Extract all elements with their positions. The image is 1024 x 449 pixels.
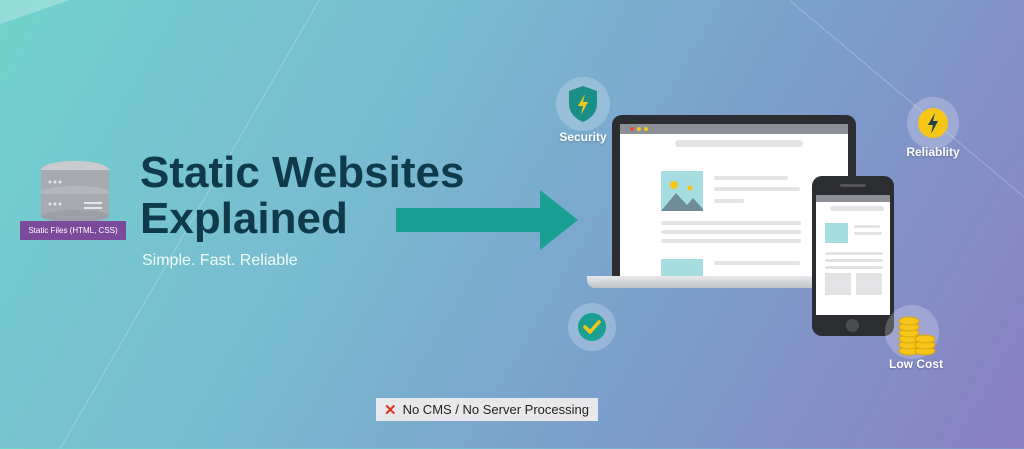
- check-icon: [578, 313, 606, 341]
- x-icon: ✕: [384, 401, 397, 419]
- arrow-right-icon: [396, 190, 578, 250]
- image-placeholder-icon: [661, 171, 703, 211]
- badge-text: No CMS / No Server Processing: [402, 402, 589, 417]
- reliability-label: Reliablity: [906, 145, 960, 159]
- browser-titlebar: [620, 124, 848, 134]
- database-icon: [41, 161, 109, 222]
- no-cms-badge: ✕ No CMS / No Server Processing: [376, 398, 598, 421]
- phone: [812, 176, 894, 336]
- coins-icon: [898, 316, 936, 356]
- bolt-icon: [918, 108, 948, 138]
- subtitle: Simple. Fast. Reliable: [142, 252, 298, 269]
- security-feature: [556, 77, 610, 131]
- security-label: Security: [559, 130, 607, 144]
- check-feature: [568, 303, 616, 351]
- corner-decoration: [0, 0, 70, 24]
- low-cost-label: Low Cost: [889, 357, 943, 371]
- laptop: [612, 115, 856, 277]
- shield-bolt-icon: [569, 86, 597, 122]
- reliability-feature: [907, 97, 959, 149]
- low-cost-feature: [885, 305, 939, 359]
- address-bar: [675, 140, 803, 147]
- home-button: [846, 319, 859, 332]
- static-files-label: Static Files (HTML, CSS): [20, 221, 126, 240]
- laptop-base: [587, 276, 882, 288]
- title-line-2: Explained: [140, 194, 348, 243]
- phone-screen: [816, 195, 890, 315]
- laptop-screen: [620, 124, 848, 277]
- title-line-1: Static Websites: [140, 148, 465, 197]
